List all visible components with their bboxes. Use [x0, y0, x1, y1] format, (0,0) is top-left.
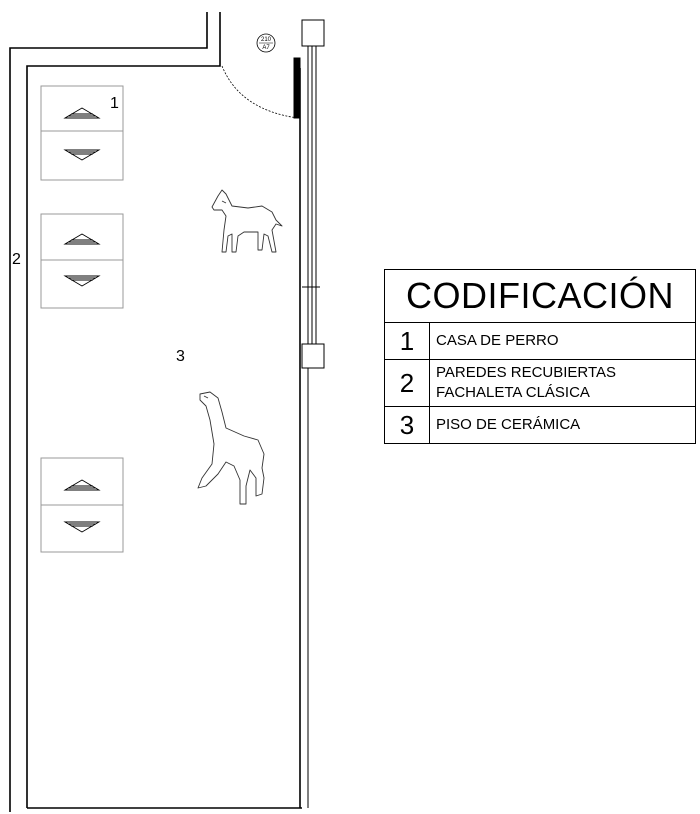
tag-floor: 3 [176, 348, 185, 365]
legend-description: PAREDES RECUBIERTAS FACHALETA CLÁSICA [430, 360, 695, 406]
legend-description: CASA DE PERRO [430, 323, 695, 359]
door-tag-top: 210 [261, 37, 272, 43]
window-frame-bottom [301, 343, 325, 369]
roof-up-icon [63, 233, 101, 245]
roof-up-icon [63, 107, 101, 119]
legend-number: 1 [385, 323, 430, 359]
legend-text: FACHALETA CLÁSICA [436, 384, 590, 401]
window-frames [301, 19, 325, 369]
roof-up-icon [63, 479, 101, 491]
legend-number: 3 [385, 407, 430, 443]
doghouse [40, 457, 124, 553]
door-tag: 210 A7 [256, 33, 276, 53]
tag-walls: 2 [12, 251, 21, 268]
tag-doghouse: 1 [110, 95, 119, 112]
legend-description: PISO DE CERÁMICA [430, 407, 695, 443]
roof-down-icon [63, 521, 101, 533]
window-frame-top [301, 19, 325, 47]
door-swing-arc [221, 65, 299, 119]
door-leaf [293, 57, 301, 119]
legend-text: CASA DE PERRO [436, 332, 559, 349]
roof-down-icon [63, 275, 101, 287]
legend-number: 2 [385, 360, 430, 406]
roof-down-icon [63, 149, 101, 161]
dog-standing-icon [211, 189, 283, 253]
dog-sitting-icon [197, 391, 265, 505]
legend-row: 1 CASA DE PERRO [385, 323, 695, 360]
left-wall-inner [26, 12, 221, 808]
legend-text: PISO DE CERÁMICA [436, 416, 581, 433]
legend-row: 3 PISO DE CERÁMICA [385, 407, 695, 443]
legend-table: CODIFICACIÓN 1 CASA DE PERRO 2 PAREDES R… [384, 269, 696, 444]
legend-text: PAREDES RECUBIERTAS [436, 364, 617, 381]
legend-title: CODIFICACIÓN [385, 270, 695, 323]
wall-outline [9, 12, 309, 812]
doghouse [40, 85, 124, 181]
doghouse [40, 213, 124, 309]
left-wall [9, 12, 208, 812]
door [221, 57, 301, 119]
legend-row: 2 PAREDES RECUBIERTAS FACHALETA CLÁSICA [385, 360, 695, 407]
door-tag-bottom: A7 [262, 45, 270, 51]
